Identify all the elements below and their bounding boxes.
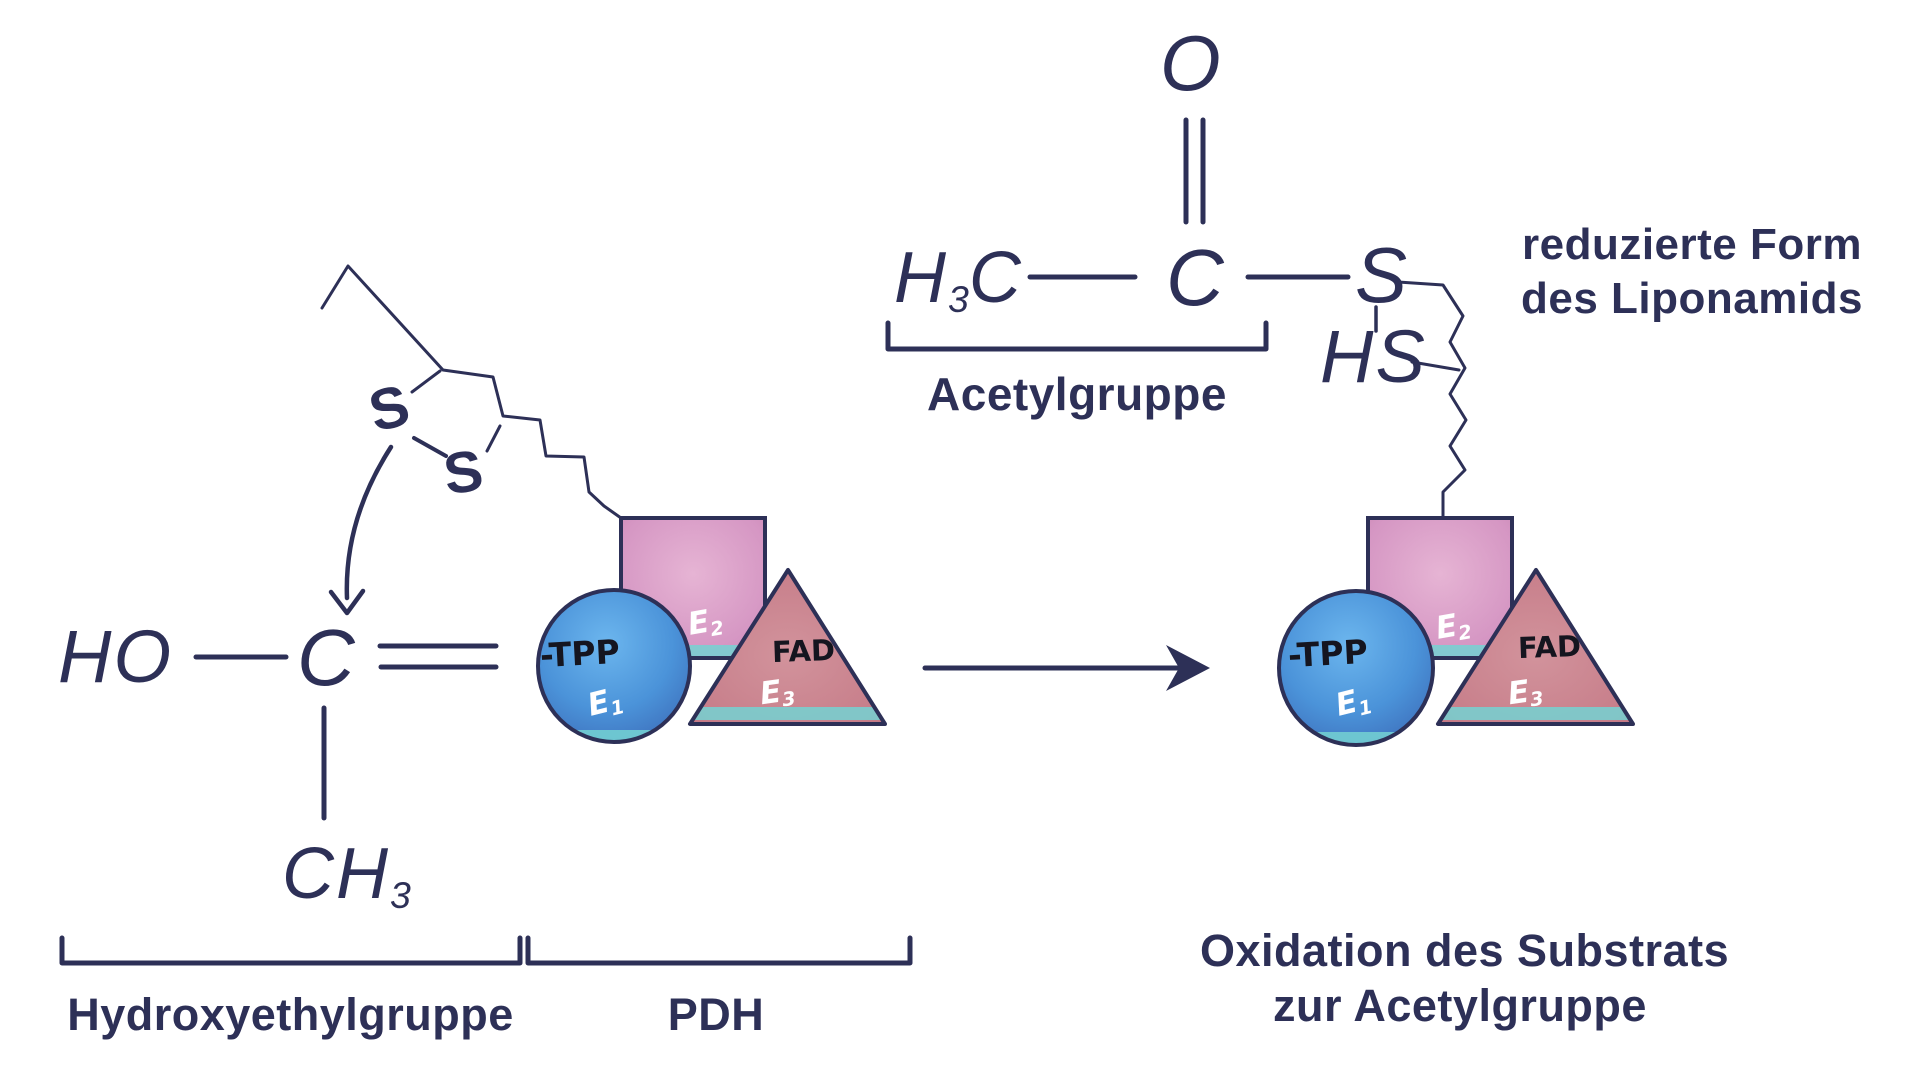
bond-hs-chain (1410, 360, 1461, 372)
enzyme-complex-left (536, 516, 887, 744)
fad-label-right: FAD (1517, 628, 1582, 666)
tpp-label-right: -TPP (1287, 631, 1369, 676)
bond-s2-ring (485, 424, 502, 453)
methyl-main: CH (282, 834, 390, 914)
e1-label-right: E1 (1332, 683, 1375, 724)
alpha-carbon-formula: C (297, 613, 357, 702)
e3-sub-right: 3 (1528, 687, 1546, 712)
e3-triangle-left (688, 568, 887, 726)
e1-label-left: E1 (584, 683, 627, 724)
sulfur-formula: S (1355, 231, 1410, 319)
bond-s1-ring (410, 369, 442, 394)
e3-triangle-right (1436, 568, 1635, 726)
e1-circle-right (1277, 589, 1435, 747)
thiol-formula: HS (1320, 315, 1427, 398)
e2-label-right: E2 (1433, 608, 1474, 647)
enzyme-complex-right (1277, 516, 1635, 747)
acetyl-bonds (1027, 117, 1468, 519)
disulfide-bond (412, 436, 448, 458)
e3-label-left: E3 (757, 673, 798, 713)
hydroxyl-formula: HO (58, 615, 173, 698)
pdh-bracket (525, 935, 913, 966)
oxygen-formula: O (1160, 19, 1223, 107)
e2-label-left: E2 (685, 604, 726, 643)
curved-arrow (328, 444, 394, 616)
lipoamide-ring-and-chain (320, 264, 623, 520)
hydroxyethyl-bracket (59, 935, 523, 966)
reduced-form-line1: reduzierte Form (1521, 220, 1862, 269)
hydroxyethyl-group-label: Hydroxyethylgruppe (67, 989, 514, 1040)
e3-label-right: E3 (1505, 673, 1546, 713)
ring-chain-line (320, 264, 623, 520)
h3c-h: H (894, 238, 948, 318)
carbonyl-carbon-formula: C (1166, 233, 1226, 322)
h3c-sub: 3 (948, 277, 969, 320)
e3-main-left: E (757, 673, 784, 713)
curved-arrow-shaft (344, 444, 394, 601)
oxidation-label: Oxidation des Substrats zur Acetylgruppe (1200, 924, 1730, 1034)
tpp-label-left: -TPP (539, 631, 621, 676)
reaction-arrow (922, 645, 1210, 691)
oxidation-line1: Oxidation des Substrats (1200, 925, 1730, 976)
reduced-form-label: reduzierte Form des Liponamids (1492, 218, 1892, 325)
hydroxyethyl-bonds (193, 643, 499, 821)
reaction-arrow-head (1166, 645, 1210, 691)
e3-sub-left: 3 (780, 687, 798, 712)
brackets (59, 320, 1269, 966)
fad-label-left: FAD (771, 632, 836, 670)
curved-arrow-head (328, 588, 366, 616)
methyl-sub: 3 (390, 873, 411, 916)
h3c-formula: H3C (894, 242, 1023, 317)
liponamide-chain (1396, 280, 1468, 519)
e1-circle-left (536, 588, 692, 744)
acetyl-group-label: Acetylgruppe (927, 368, 1227, 420)
e3-main-right: E (1505, 673, 1532, 713)
reduced-form-line2: des Liponamids (1521, 273, 1863, 323)
pdh-label: PDH (667, 989, 765, 1040)
acetyl-bracket (885, 320, 1269, 352)
methyl-formula: CH3 (282, 838, 411, 913)
h3c-c: C (968, 238, 1023, 318)
oxidation-line2: zur Acetylgruppe (1273, 979, 1647, 1031)
ring-sulfur-bottom: S (439, 437, 487, 508)
